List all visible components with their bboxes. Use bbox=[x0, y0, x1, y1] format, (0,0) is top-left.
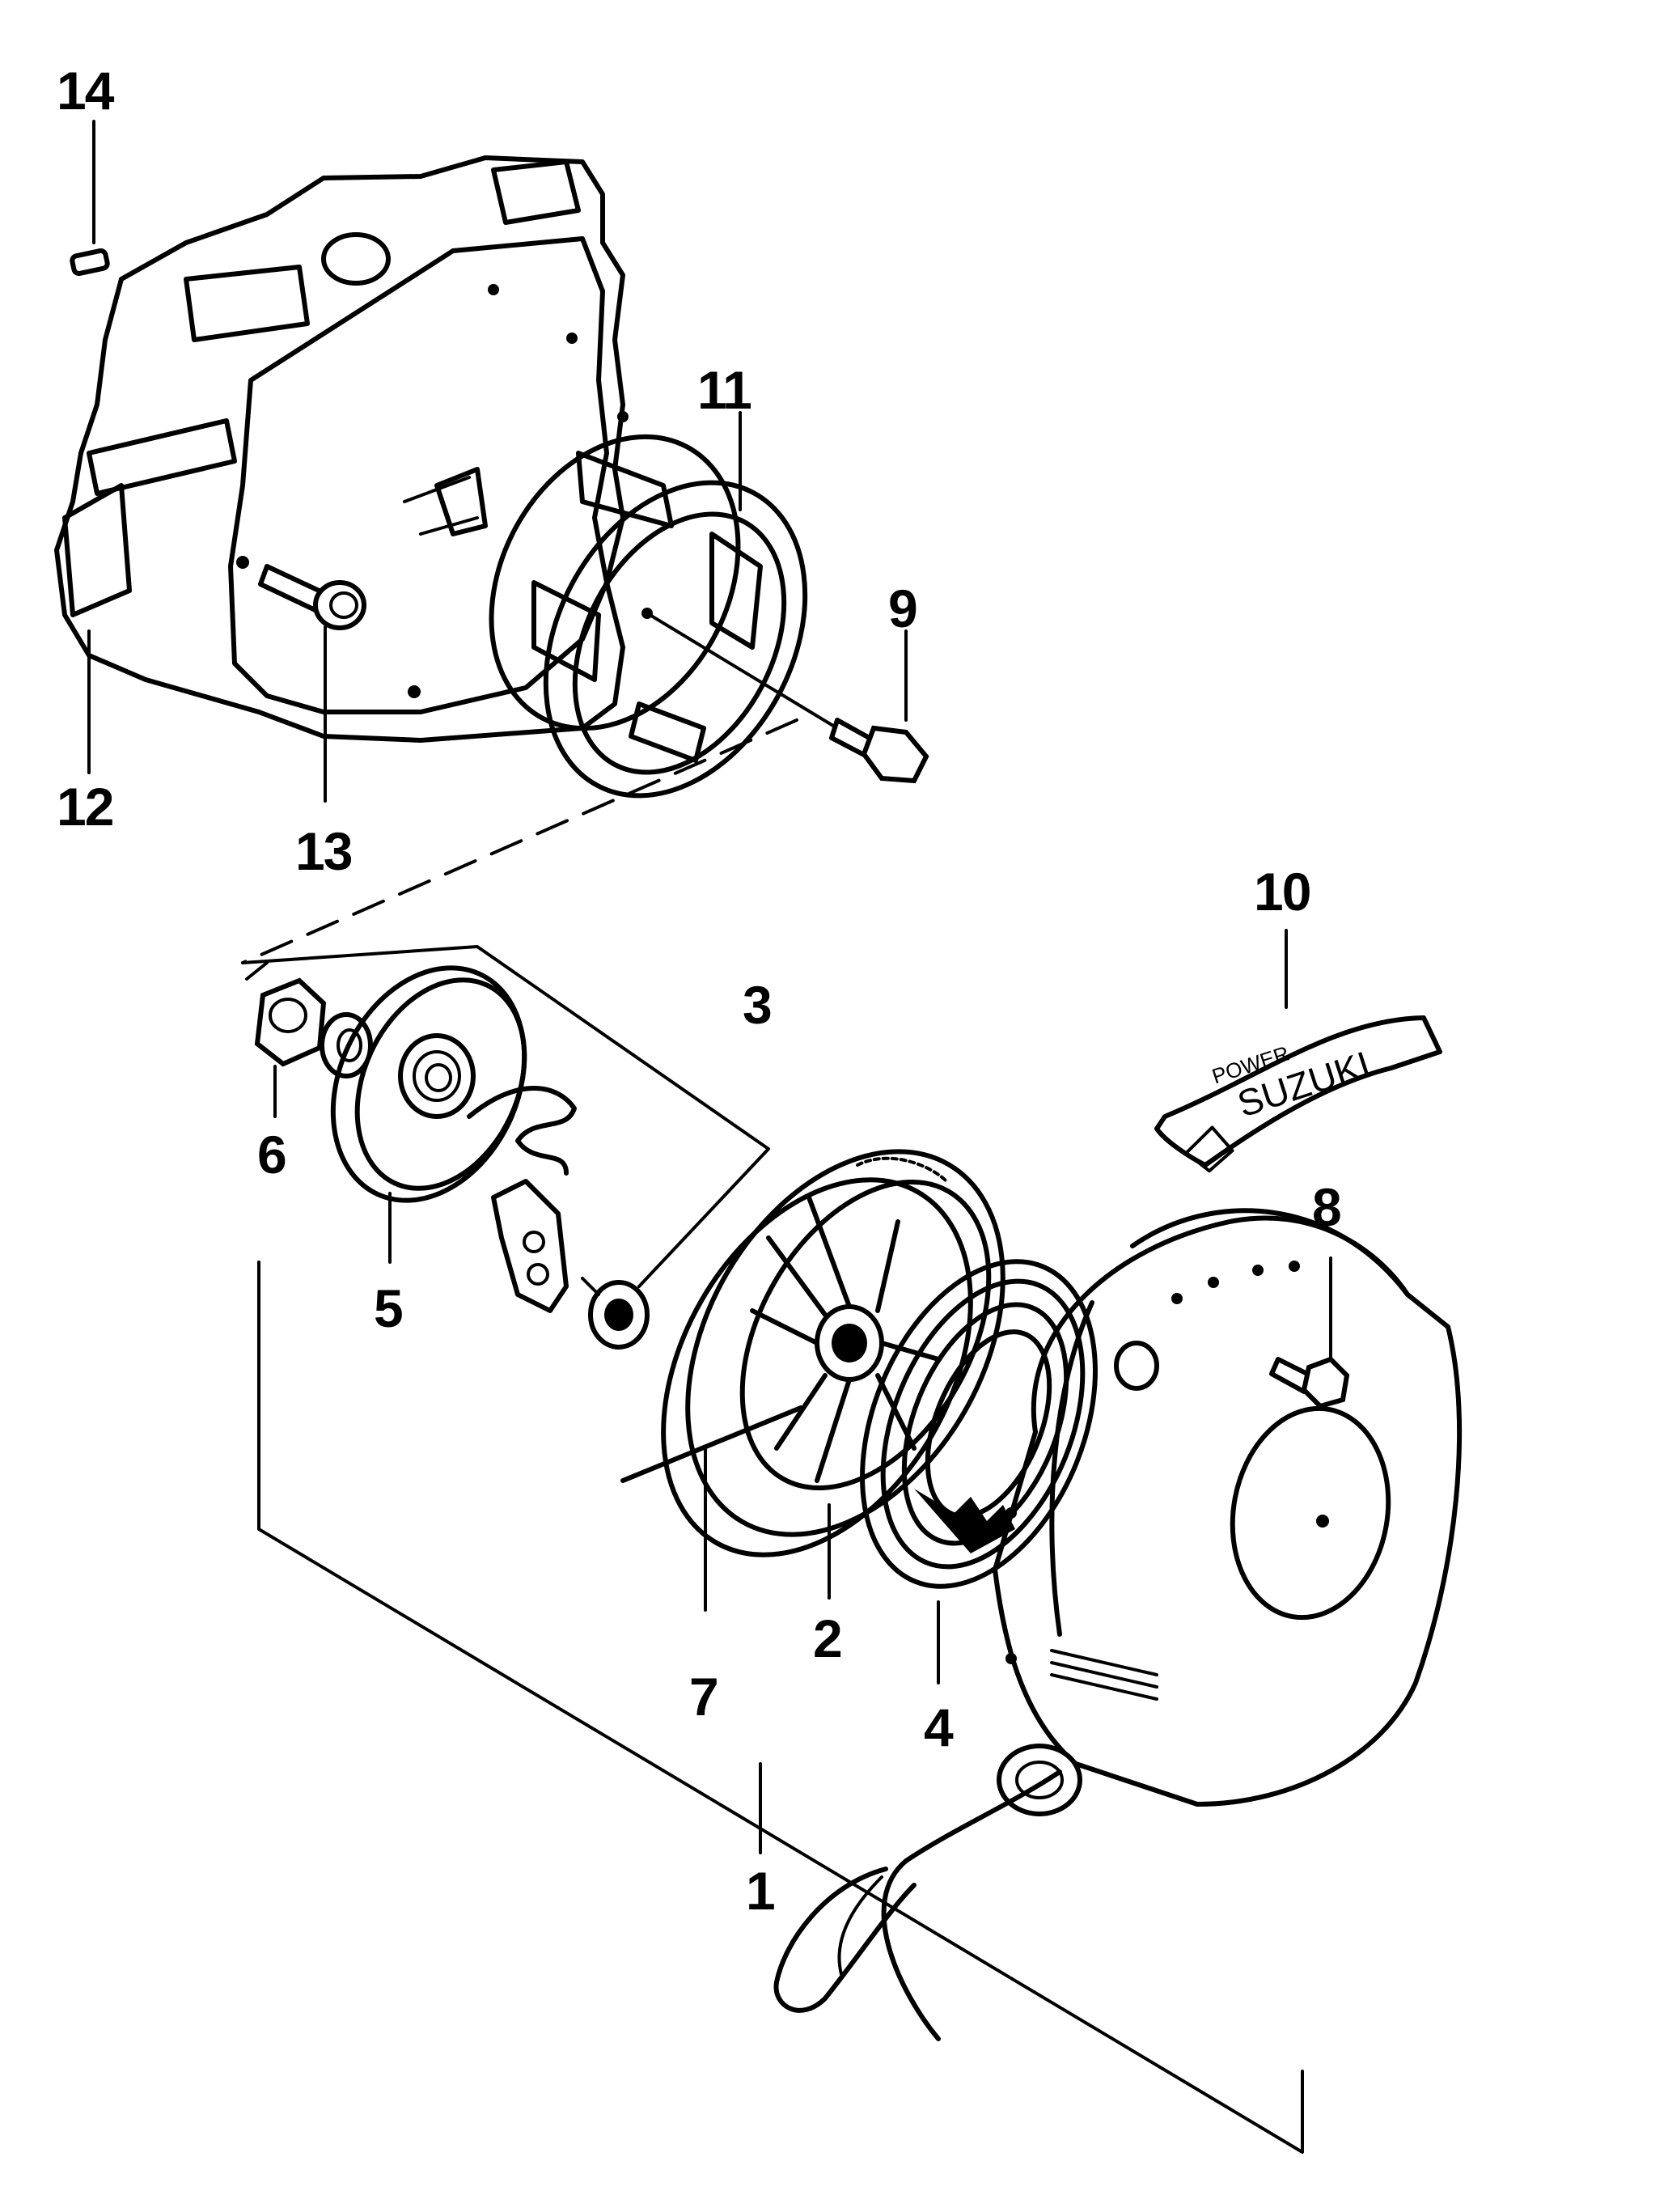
label-part-4: 4 bbox=[924, 1697, 954, 1757]
part-1-starter-case bbox=[257, 1208, 1463, 2154]
label-part-10: 10 bbox=[1254, 862, 1310, 922]
label-part-11: 11 bbox=[697, 360, 751, 420]
part-11-starter-cup bbox=[489, 411, 808, 799]
part-13-bolt bbox=[258, 564, 366, 803]
label-part-9: 9 bbox=[888, 578, 917, 638]
label-part-12: 12 bbox=[57, 777, 113, 837]
part-7-rope bbox=[620, 1405, 803, 1612]
label-part-6: 6 bbox=[257, 1125, 286, 1184]
ratchet-pawl bbox=[491, 1179, 569, 1313]
part-8-screw bbox=[1269, 1256, 1350, 1409]
label-part-2: 2 bbox=[813, 1608, 841, 1668]
label-part-5: 5 bbox=[374, 1278, 402, 1338]
label-part-13: 13 bbox=[295, 821, 352, 881]
pawl-spring bbox=[581, 1277, 650, 1350]
part-6-nut bbox=[254, 977, 327, 1118]
part-14-pin bbox=[70, 120, 110, 277]
part-4-recoil-spring bbox=[860, 1259, 1098, 1684]
label-part-14: 14 bbox=[57, 61, 115, 121]
label-part-8: 8 bbox=[1312, 1177, 1340, 1237]
label-part-3: 3 bbox=[743, 975, 771, 1035]
part-9-bolt bbox=[646, 612, 929, 784]
part-12-housing bbox=[54, 155, 629, 743]
return-spring-clip bbox=[467, 1086, 577, 1176]
label-part-1: 1 bbox=[746, 1861, 774, 1921]
part-5-friction-plate bbox=[330, 965, 527, 1264]
label-part-7: 7 bbox=[689, 1667, 718, 1727]
part-10-emblem: SUZUKI POWER bbox=[1154, 929, 1442, 1173]
